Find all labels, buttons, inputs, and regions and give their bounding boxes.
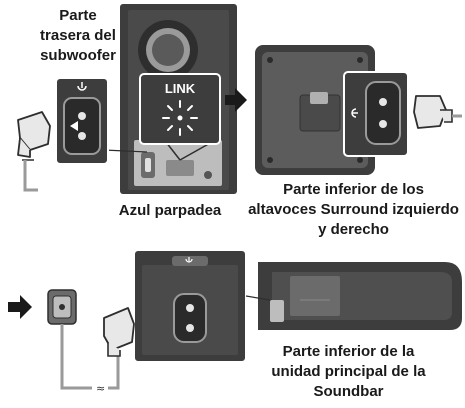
- power-cable: [108, 355, 120, 390]
- power-socket: [63, 97, 101, 155]
- screw: [357, 157, 363, 163]
- caption-line: Azul parpadea: [118, 202, 222, 219]
- power-symbol-icon: [351, 108, 358, 118]
- caption-surround-bottom: Parte inferior de los altavoces Surround…: [246, 180, 461, 240]
- caption-line: Parte: [59, 7, 97, 24]
- power-socket-hole: [145, 158, 151, 172]
- link-button-small: [166, 160, 194, 176]
- caption-subwoofer-back: Parte trasera del subwoofer: [28, 6, 128, 66]
- caption-line: Soundbar: [313, 383, 384, 400]
- soundbar-bottom: [258, 262, 462, 330]
- led-small: [204, 171, 212, 179]
- caption-line: y derecho: [318, 221, 389, 238]
- power-plug-icon: [17, 111, 51, 192]
- power-cable: [23, 160, 38, 192]
- socket-tab: [172, 256, 208, 266]
- power-symbol-icon: [185, 257, 193, 263]
- power-plug-icon: [103, 307, 135, 357]
- socket-pin: [379, 98, 387, 106]
- link-callout-box: [139, 73, 221, 145]
- power-socket-small: [270, 300, 284, 322]
- power-plug-icon: [413, 95, 462, 129]
- port-small: [310, 92, 328, 104]
- screw: [357, 57, 363, 63]
- socket-pin: [186, 324, 194, 332]
- caption-soundbar-bottom: Parte inferior de la unidad principal de…: [256, 342, 441, 402]
- bass-port-inner: [152, 34, 184, 66]
- callout-line: [245, 295, 271, 301]
- subwoofer-power-callout: [17, 77, 148, 192]
- caption-line: trasera del: [40, 27, 116, 44]
- caption-line: unidad principal de la: [271, 363, 426, 380]
- surround-power-callout: [343, 71, 462, 157]
- screw: [267, 157, 273, 163]
- power-cable: [60, 324, 92, 390]
- arrow-right-icon: [8, 295, 32, 319]
- socket-pin: [186, 304, 194, 312]
- socket-pin: [78, 112, 86, 120]
- screw: [267, 57, 273, 63]
- led-blink-icon: [162, 100, 198, 136]
- power-socket: [365, 81, 401, 145]
- soundbar-power-callout: [133, 249, 271, 363]
- wall-outlet-icon: [47, 289, 77, 325]
- link-label: LINK: [165, 81, 196, 96]
- caption-line: Parte inferior de los: [283, 181, 424, 198]
- power-socket: [173, 293, 207, 343]
- soundbar-port-area: [290, 276, 340, 316]
- socket-pin: [379, 120, 387, 128]
- caption-line: subwoofer: [40, 47, 116, 64]
- caption-blue-blinking: Azul parpadea: [105, 201, 235, 221]
- socket-pin: [78, 132, 86, 140]
- caption-line: Parte inferior de la: [282, 343, 415, 360]
- link-callout: LINK: [139, 73, 221, 161]
- cable-break-mark: ≈: [96, 382, 105, 395]
- arrow-right-icon: [70, 121, 78, 131]
- arrow-right-icon: [225, 88, 247, 112]
- power-symbol-icon: [77, 82, 87, 91]
- caption-line: altavoces Surround izquierdo: [248, 201, 459, 218]
- callout-line: [103, 149, 148, 153]
